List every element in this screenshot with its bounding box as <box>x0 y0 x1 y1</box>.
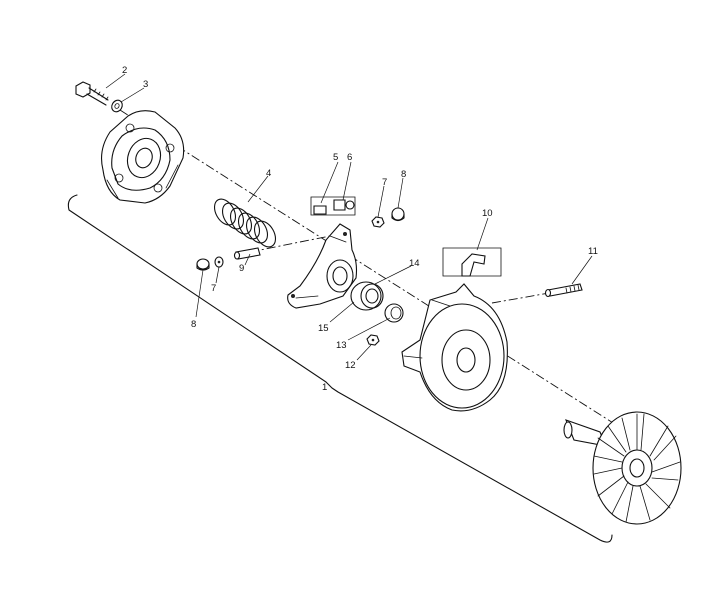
callout-11: 11 <box>588 246 598 257</box>
hardware-group-5-6 <box>310 196 356 216</box>
pin-axis-line <box>249 235 331 253</box>
callout-9: 9 <box>239 263 244 274</box>
callout-1: 1 <box>322 382 327 393</box>
part-3-washer <box>111 99 123 113</box>
callout-13: 13 <box>336 340 347 351</box>
part-14-bushing <box>350 281 384 311</box>
part-7-washer-left <box>214 256 224 268</box>
assembly-bracket <box>67 194 613 543</box>
part-10-bracket <box>442 247 502 277</box>
part-8-cap-left <box>196 258 210 271</box>
callout-8-upper: 8 <box>401 169 406 180</box>
callout-4: 4 <box>266 168 271 179</box>
part-7-nut-upper <box>371 216 385 228</box>
part-13-ring <box>384 303 404 323</box>
callout-2: 2 <box>122 65 127 76</box>
callout-8-lower: 8 <box>191 319 196 330</box>
leader-lines <box>105 73 593 361</box>
bolt-axis-line <box>491 291 556 304</box>
callout-15: 15 <box>318 323 329 334</box>
callout-7-upper: 7 <box>382 177 387 188</box>
part-8-cap-upper <box>391 207 405 222</box>
part-15-spider <box>287 223 358 309</box>
callout-3: 3 <box>143 79 148 90</box>
part-2-bolt <box>75 81 109 106</box>
moveable-sheave <box>401 283 508 412</box>
callout-12: 12 <box>345 360 356 371</box>
part-11-bolt <box>544 283 583 298</box>
clutch-cover <box>101 110 185 204</box>
part-4-spring <box>213 198 277 248</box>
callout-6: 6 <box>347 152 352 163</box>
callout-10: 10 <box>482 208 493 219</box>
callout-5: 5 <box>333 152 338 163</box>
part-9-pin <box>233 247 261 260</box>
part-12-nut <box>366 334 380 346</box>
center-axis-line <box>119 109 641 441</box>
callout-14: 14 <box>409 258 420 269</box>
fixed-sheave <box>563 411 682 525</box>
callout-7-lower: 7 <box>211 283 216 294</box>
